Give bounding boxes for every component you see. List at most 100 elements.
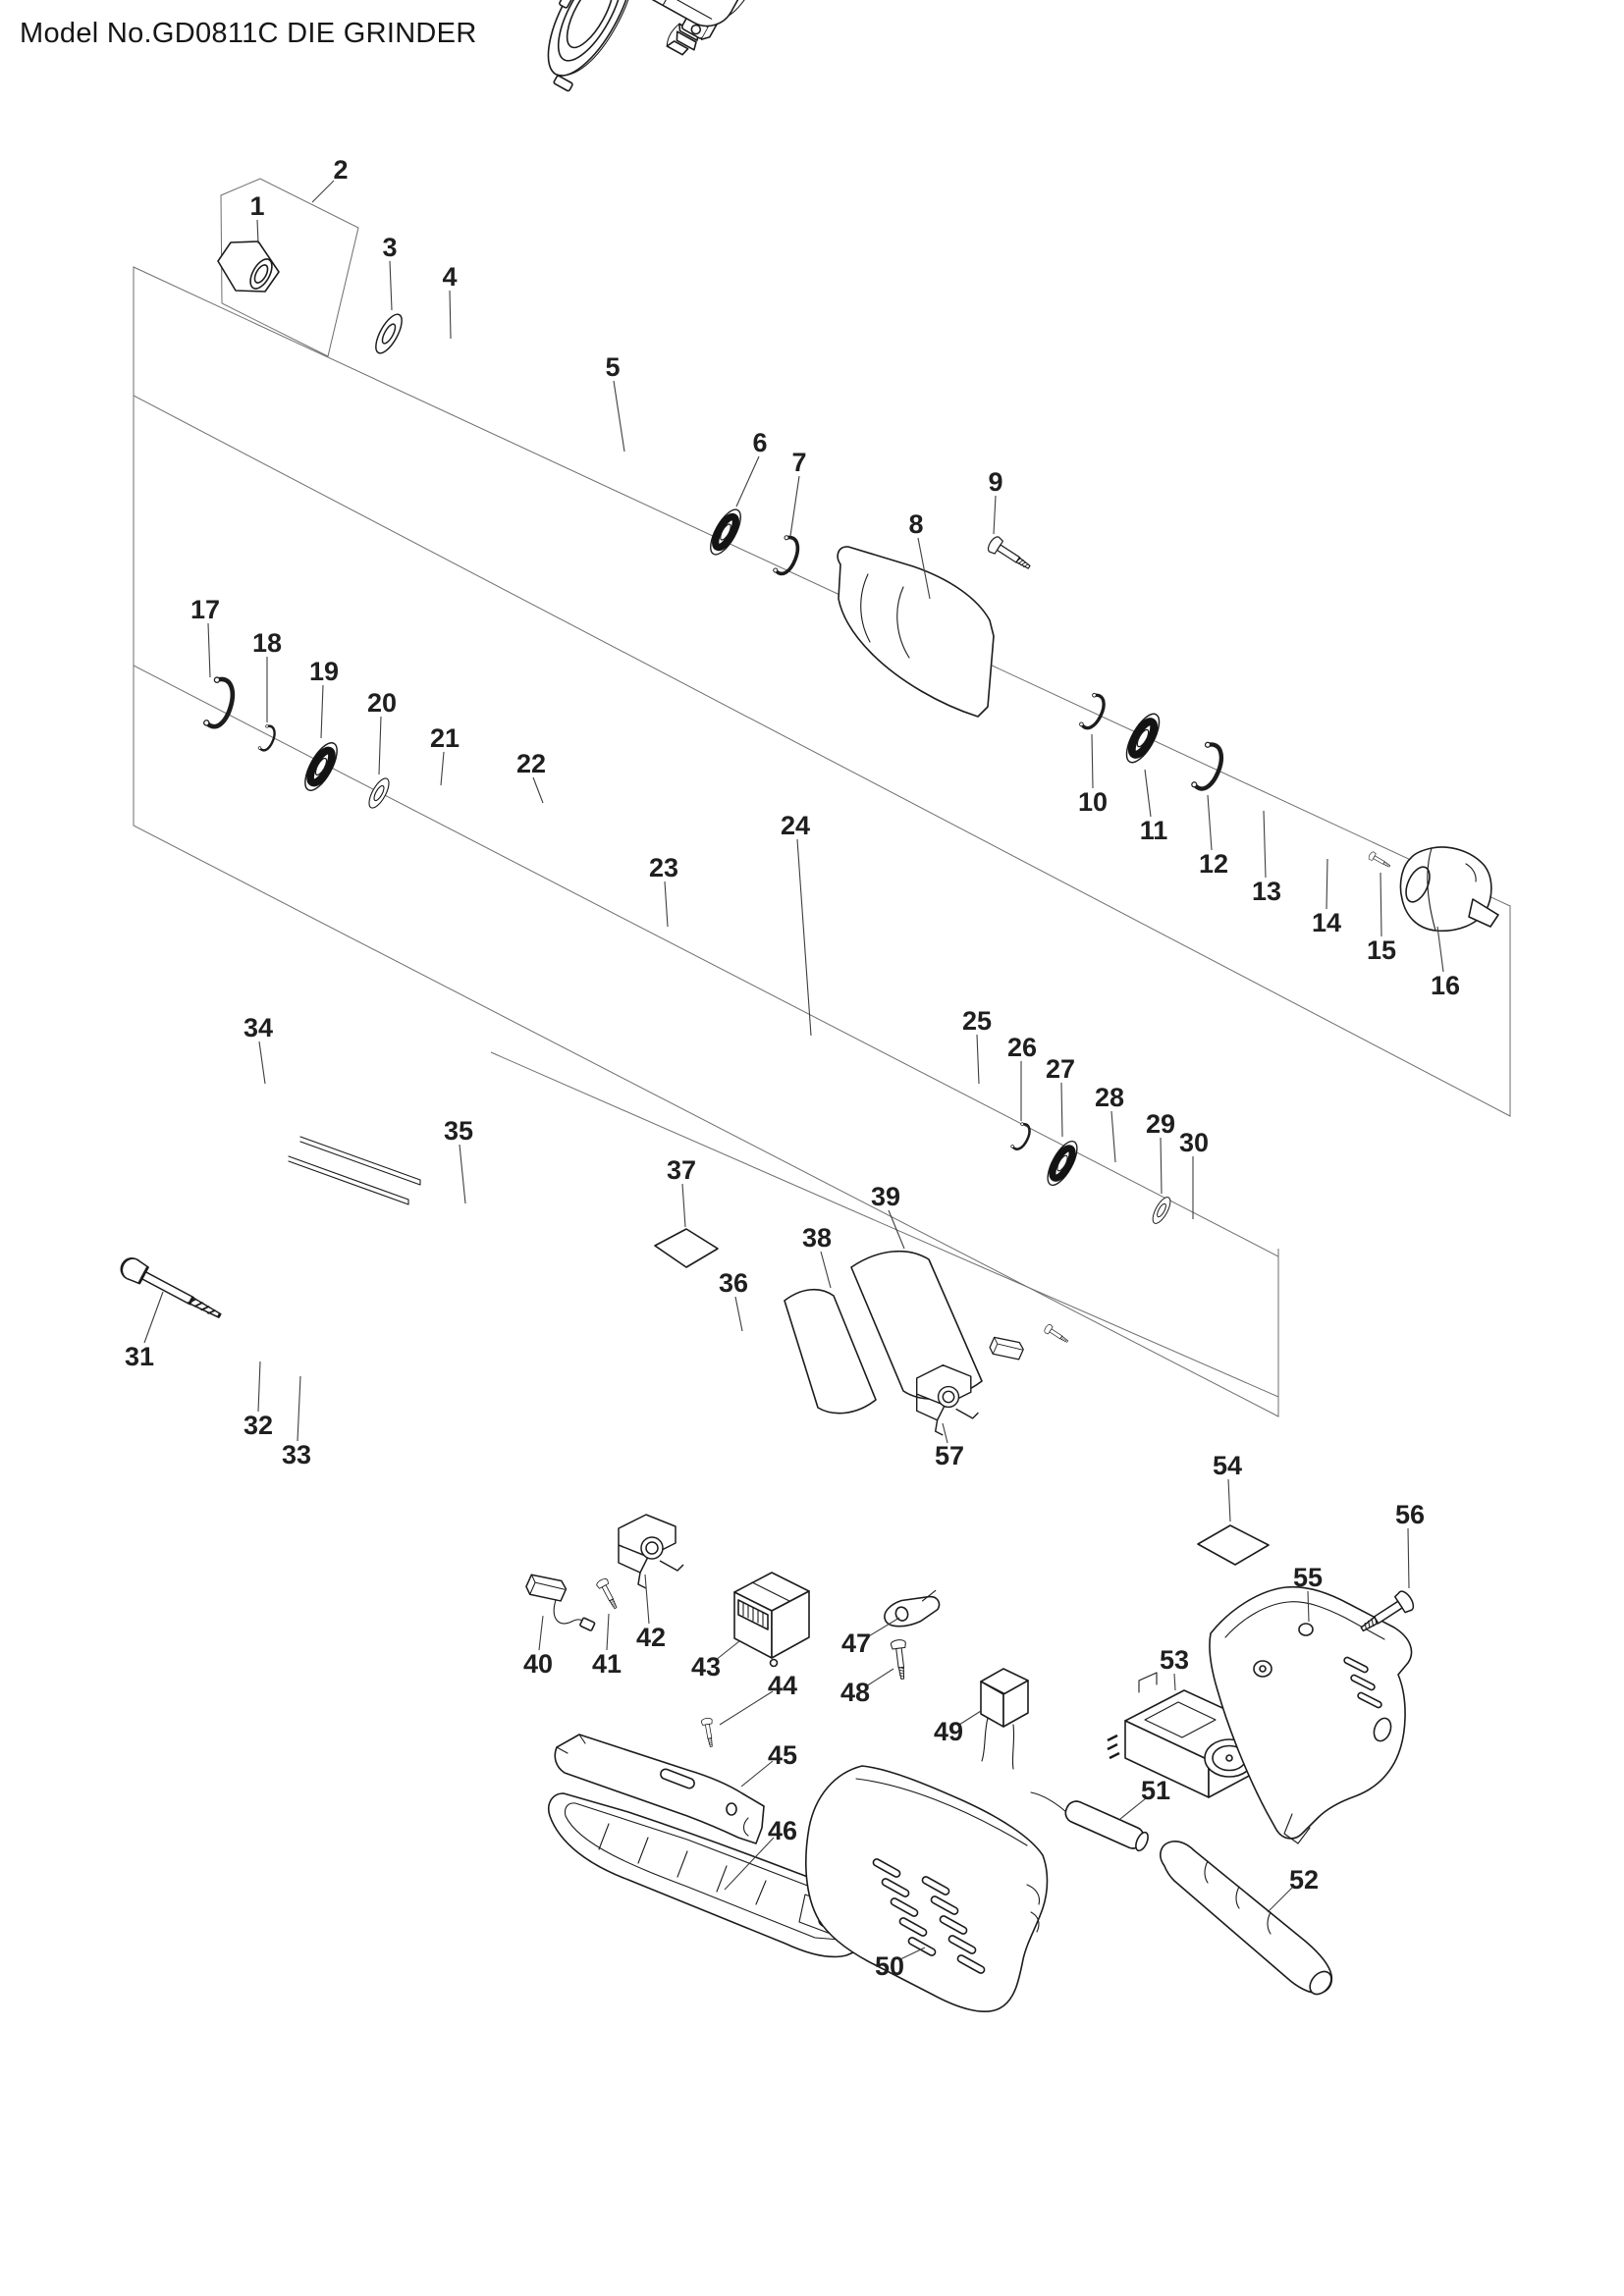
leader-line-part-31 <box>143 1291 164 1344</box>
leader-line-part-42 <box>644 1574 650 1625</box>
part-number-53: 53 <box>1160 1645 1189 1675</box>
leader-line-part-21 <box>440 751 445 786</box>
spindle-group-frame <box>133 266 1511 1117</box>
part-number-43: 43 <box>691 1652 721 1682</box>
part-number-44: 44 <box>768 1671 797 1700</box>
part-number-4: 4 <box>442 262 457 292</box>
part-number-36: 36 <box>719 1268 748 1298</box>
leader-line-part-50 <box>899 1947 926 1960</box>
leader-line-part-48 <box>865 1668 894 1687</box>
leader-line-part-27 <box>1060 1082 1063 1138</box>
leader-line-part-10 <box>1091 733 1094 789</box>
part-number-23: 23 <box>649 853 678 882</box>
labyrinth-washer-glyph <box>369 309 408 358</box>
part-number-13: 13 <box>1252 877 1281 906</box>
carbon-brush-glyph <box>987 1331 1026 1365</box>
leader-line-part-28 <box>1110 1110 1116 1163</box>
brush-holder-glyph <box>618 1514 684 1589</box>
slide-lever-glyph <box>554 1734 765 1844</box>
capacitor-glyph <box>980 1668 1029 1770</box>
leader-line-part-29 <box>1160 1137 1163 1195</box>
leader-line-part-40 <box>538 1615 544 1651</box>
leader-line-part-43 <box>715 1640 740 1661</box>
leader-line-part-4 <box>449 290 452 340</box>
part-number-15: 15 <box>1367 935 1396 965</box>
label-sticker-glyph <box>1197 1524 1270 1566</box>
cord-guard-glyph <box>1160 1841 1333 1996</box>
collet-nut-glyph <box>217 240 280 293</box>
leader-line-part-47 <box>866 1617 900 1638</box>
part-number-7: 7 <box>791 448 806 477</box>
armature-group-frame <box>133 396 1279 1417</box>
part-number-57: 57 <box>935 1441 964 1470</box>
cap-cover-glyph <box>1399 846 1499 933</box>
brush-holder-glyph <box>915 1363 980 1436</box>
bearing-box-glyph <box>837 546 995 718</box>
part-number-51: 51 <box>1141 1776 1170 1805</box>
part-number-41: 41 <box>592 1649 622 1679</box>
leader-line-part-51 <box>1119 1797 1147 1820</box>
leader-line-part-35 <box>459 1144 466 1204</box>
part-number-31: 31 <box>125 1342 154 1371</box>
leader-line-part-7 <box>789 475 800 537</box>
part-number-32: 32 <box>244 1411 273 1440</box>
baffle-ring-glyph <box>547 0 634 92</box>
leader-line-part-1 <box>256 219 259 244</box>
motor-housing-cover-glyph <box>805 1765 1049 2012</box>
part-number-1: 1 <box>249 191 264 221</box>
leader-line-part-36 <box>734 1296 743 1332</box>
leader-line-part-33 <box>297 1375 301 1442</box>
part-number-3: 3 <box>382 233 397 262</box>
leader-line-part-53 <box>1173 1673 1176 1691</box>
part-number-56: 56 <box>1395 1500 1425 1529</box>
parts-layer <box>116 0 1499 2012</box>
brush-terminal <box>579 1617 596 1631</box>
part-number-38: 38 <box>802 1223 832 1253</box>
leader-line-part-37 <box>681 1183 686 1228</box>
leader-line-part-44 <box>719 1690 774 1726</box>
leader-line-part-56 <box>1407 1527 1410 1589</box>
ball-bearing-glyph <box>298 738 343 795</box>
part-number-18: 18 <box>252 628 282 658</box>
wave-washer-glyph <box>1008 1121 1035 1153</box>
part-number-33: 33 <box>282 1440 311 1469</box>
part-number-12: 12 <box>1199 849 1228 879</box>
leader-line-part-19 <box>320 684 324 739</box>
part-number-39: 39 <box>871 1182 900 1211</box>
part-number-48: 48 <box>840 1678 870 1707</box>
part-number-9: 9 <box>988 467 1002 497</box>
pan-head-screw-glyph <box>985 534 1035 575</box>
flat-washer-glyph <box>1149 1194 1174 1227</box>
assembly-group-frames <box>133 178 1511 1417</box>
part-number-8: 8 <box>908 509 923 539</box>
leader-line-part-11 <box>1144 769 1152 818</box>
part-number-2: 2 <box>333 155 348 185</box>
part-number-49: 49 <box>934 1717 963 1746</box>
part-number-35: 35 <box>444 1116 473 1146</box>
part-number-5: 5 <box>605 352 620 382</box>
field-stator-glyph <box>558 0 767 27</box>
leader-line-part-38 <box>820 1251 832 1289</box>
part-number-24: 24 <box>781 811 810 840</box>
sleeve-tube-glyph <box>1030 1791 1149 1852</box>
part-number-10: 10 <box>1078 787 1108 817</box>
leader-line-part-16 <box>1436 926 1444 973</box>
carbon-brush-glyph <box>522 1568 569 1608</box>
leader-line-part-55 <box>1307 1590 1310 1623</box>
part-number-26: 26 <box>1007 1033 1037 1062</box>
insulation-sheet-glyph <box>784 1288 877 1415</box>
leader-line-part-20 <box>378 716 382 775</box>
leader-line-part-22 <box>532 776 544 804</box>
brush-pigtail-wire <box>553 1599 586 1626</box>
part-number-47: 47 <box>841 1629 871 1658</box>
leader-line-part-52 <box>1267 1886 1294 1913</box>
page-title: Model No.GD0811C DIE GRINDER <box>20 18 477 49</box>
leader-line-part-32 <box>257 1361 261 1413</box>
retaining-ring-glyph <box>770 533 804 579</box>
leader-line-part-2 <box>311 180 335 203</box>
part-number-11: 11 <box>1140 816 1168 845</box>
leader-line-part-39 <box>888 1209 905 1250</box>
set-screw-glyph <box>1367 850 1392 871</box>
